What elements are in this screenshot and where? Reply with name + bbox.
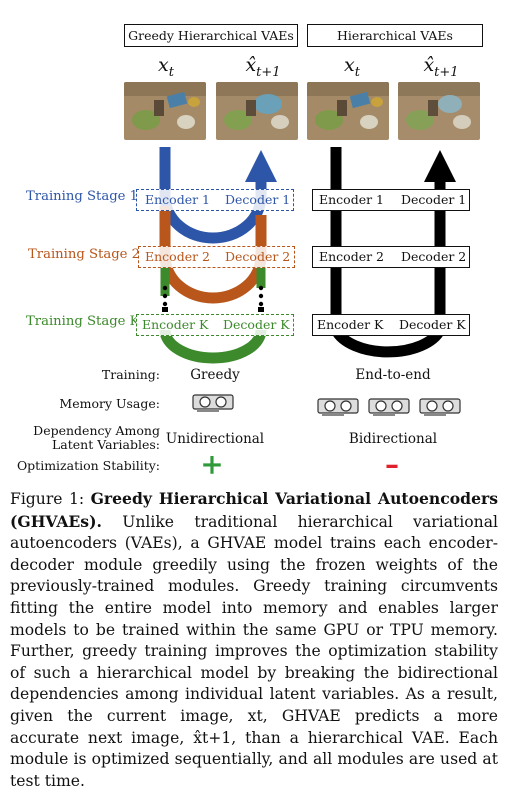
row-label-memory: Memory Usage: [59,396,160,411]
stage-label-2: Training Stage 2 [28,247,141,262]
row-label-stability: Optimization Stability: [16,458,160,473]
row-label-dependency-line1: Dependency Among [33,423,160,438]
encoder-k-label: Encoder K [317,317,384,332]
stage-label-k: Training Stage K [26,314,140,329]
value-training-greedy: Greedy [190,367,240,383]
label-next-frame-left: x̂t+1 [228,54,298,80]
gpu-icons-greedy [192,392,236,418]
gpu-icon [192,394,234,412]
encoder-k-label: Encoder K [142,317,209,332]
decoder-1-label: Decoder 1 [401,192,467,207]
decoder-k-label: Decoder K [223,317,290,332]
hvae-module-2: Encoder 2 Decoder 2 [312,246,470,268]
stage-label-1: Training Stage 1 [26,189,139,204]
header-hvae: Hierarchical VAEs [307,24,483,47]
value-dependency-bidirectional: Bidirectional [348,431,438,447]
gpu-icon [419,398,461,416]
var-x: x [158,54,169,76]
var-xhat-sub: t+1 [434,64,459,80]
encoder-1-label: Encoder 1 [319,192,385,207]
ellipsis-dots [162,285,443,312]
stability-minus: – [385,448,399,481]
encoder-2-label: Encoder 2 [145,249,211,264]
caption-prefix: Figure 1: [10,490,85,508]
greedy-module-k: Encoder K Decoder K [136,314,294,336]
decoder-2-label: Decoder 2 [225,249,291,264]
row-label-training: Training: [101,367,160,382]
value-training-end-to-end: End-to-end [355,367,431,383]
image-current-frame-left [124,82,206,140]
label-current-frame-left: xt [136,54,196,80]
decoder-1-label: Decoder 1 [225,192,291,207]
row-label-dependency-line2: Latent Variables: [51,437,160,452]
decoder-k-label: Decoder K [399,317,466,332]
greedy-module-1: Encoder 1 Decoder 1 [136,189,294,211]
label-next-frame-right: x̂t+1 [406,54,476,80]
image-next-frame-left [216,82,298,140]
hvae-module-1: Encoder 1 Decoder 1 [312,189,470,211]
label-current-frame-right: xt [322,54,382,80]
encoder-1-label: Encoder 1 [145,192,211,207]
gpu-icon [317,398,359,416]
var-xhat-sub: t+1 [256,64,281,80]
var-x: x [344,54,355,76]
gpu-icon [368,398,410,416]
var-x-sub: t [168,64,174,80]
image-next-frame-right [398,82,480,140]
caption-title: Greedy Hierarchical Variational Autoenco… [10,489,498,531]
figure-caption: Figure 1: Greedy Hierarchical Variationa… [10,488,498,792]
image-current-frame-right [307,82,389,140]
gpu-icons-hvae [316,396,464,422]
stability-plus: + [200,448,224,481]
var-xhat: x̂ [245,54,257,76]
header-greedy-hvae: Greedy Hierarchical VAEs [124,24,298,47]
greedy-module-2: Encoder 2 Decoder 2 [138,246,295,268]
var-x-sub: t [354,64,360,80]
value-dependency-unidirectional: Unidirectional [165,431,265,447]
encoder-2-label: Encoder 2 [319,249,385,264]
decoder-2-label: Decoder 2 [401,249,467,264]
row-label-dependency: Dependency Among Latent Variables: [33,424,160,452]
diagram-arcs [159,147,456,364]
var-xhat: x̂ [423,54,435,76]
hvae-module-k: Encoder K Decoder K [312,314,470,336]
caption-body: Unlike traditional hierarchical variatio… [10,512,498,790]
